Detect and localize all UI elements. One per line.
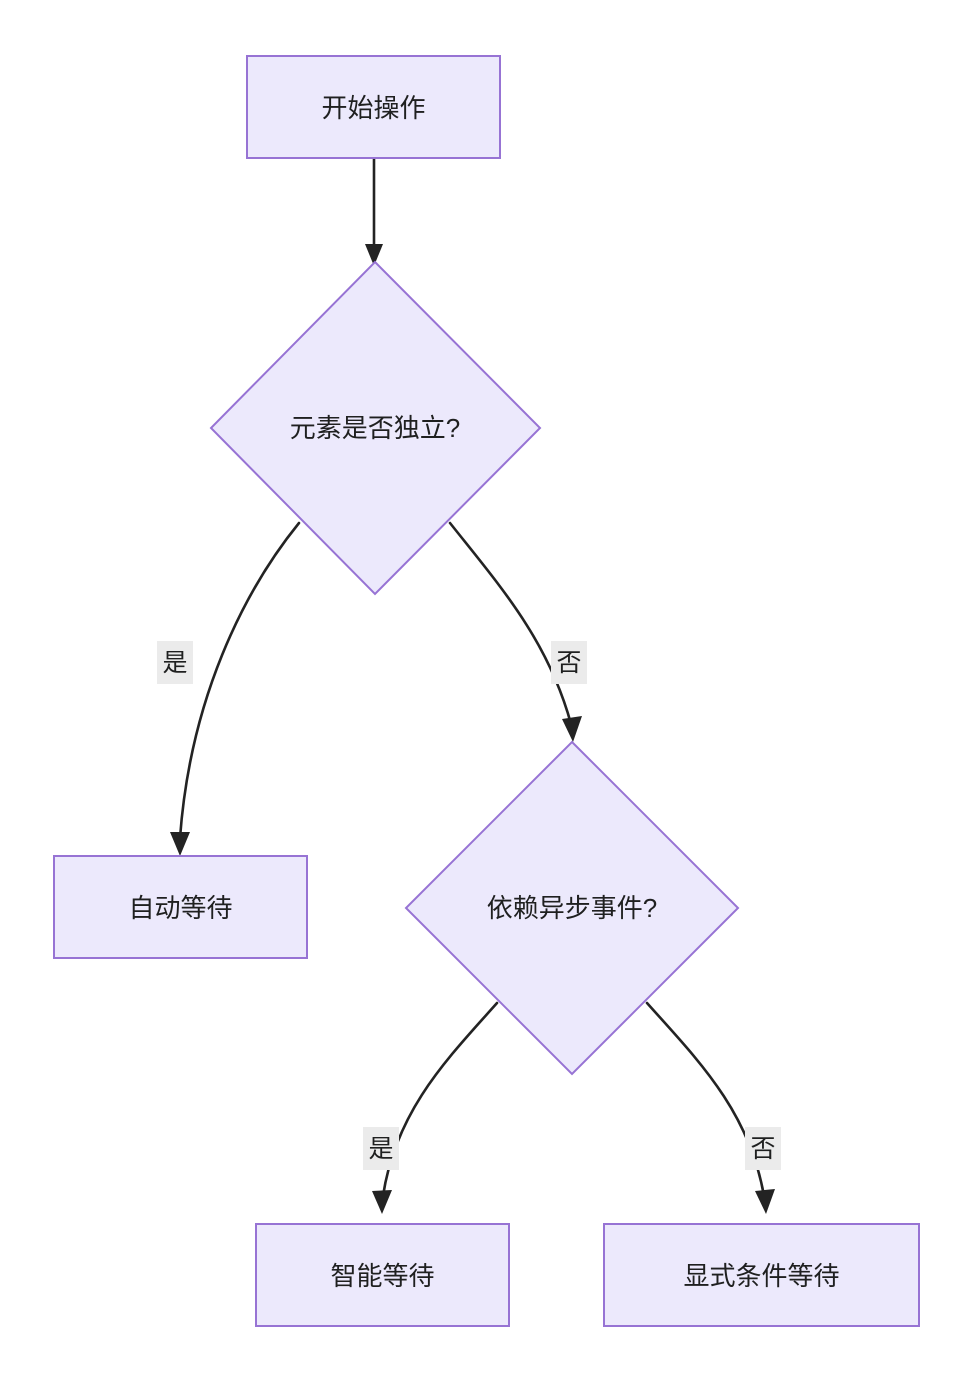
edge-decision1-to-decision2 <box>448 521 582 742</box>
edge-decision2-to-explicit <box>645 1001 775 1214</box>
edge-start-to-decision1 <box>365 156 383 266</box>
node-auto[interactable]: 自动等待 <box>53 855 308 959</box>
node-label: 显式条件等待 <box>683 1261 839 1291</box>
node-start[interactable]: 开始操作 <box>246 55 501 159</box>
edge-decision1-to-auto <box>170 521 301 856</box>
edge-label-background <box>157 641 193 684</box>
arrowhead-icon <box>372 1190 392 1214</box>
node-decision1[interactable]: 元素是否独立? <box>209 260 542 596</box>
node-label: 开始操作 <box>321 93 425 123</box>
node-smart[interactable]: 智能等待 <box>255 1223 510 1327</box>
edge-label-background <box>363 1127 399 1170</box>
arrowhead-icon <box>562 716 582 742</box>
arrowhead-icon <box>365 244 383 266</box>
edge-label-text: 否 <box>556 649 581 677</box>
arrowhead-icon <box>755 1189 775 1214</box>
edge-label-decision1-no: 否 <box>551 641 587 684</box>
node-label: 依赖异步事件? <box>487 893 657 923</box>
node-shape-rectangle <box>255 1223 510 1327</box>
node-shape-rectangle <box>53 855 308 959</box>
edge-path <box>178 521 301 840</box>
node-shape-diamond <box>209 260 542 596</box>
edge-path <box>381 1001 499 1198</box>
node-decision2[interactable]: 依赖异步事件? <box>404 740 740 1076</box>
edge-label-decision2-yes: 是 <box>363 1127 399 1170</box>
edge-label-text: 是 <box>368 1135 393 1163</box>
node-label: 元素是否独立? <box>290 413 460 443</box>
arrowhead-icon <box>170 832 190 856</box>
node-shape-rectangle <box>246 55 501 159</box>
edge-label-background <box>745 1127 781 1170</box>
edge-decision2-to-smart <box>372 1001 499 1214</box>
node-shape-diamond <box>404 740 740 1076</box>
edge-label-decision1-yes: 是 <box>157 641 193 684</box>
node-label: 自动等待 <box>128 893 232 923</box>
edge-label-text: 是 <box>162 649 187 677</box>
node-shape-rectangle <box>603 1223 920 1327</box>
node-explicit[interactable]: 显式条件等待 <box>603 1223 920 1327</box>
edge-label-decision2-no: 否 <box>745 1127 781 1170</box>
edge-label-background <box>551 641 587 684</box>
edge-path <box>448 521 573 726</box>
node-label: 智能等待 <box>330 1261 434 1291</box>
edge-label-text: 否 <box>750 1135 775 1163</box>
